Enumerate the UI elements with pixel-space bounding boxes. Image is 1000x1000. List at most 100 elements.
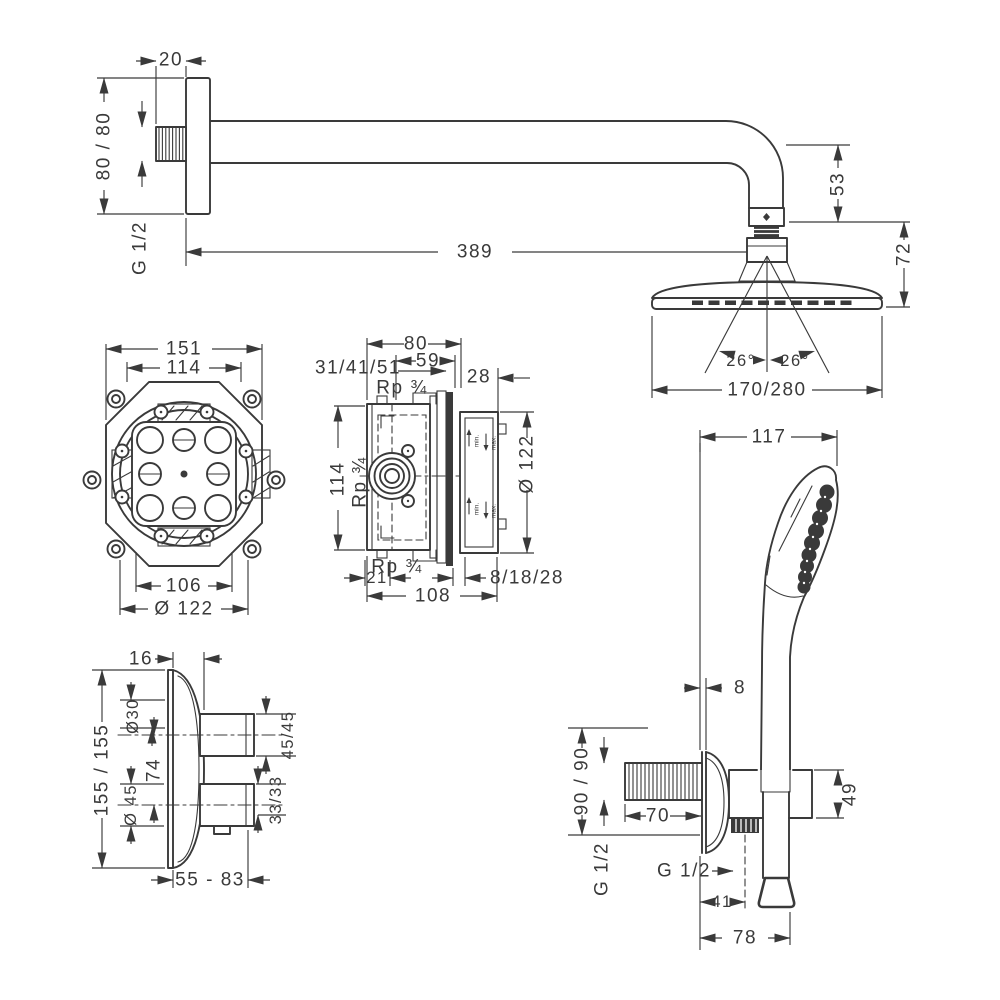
side-port [368,444,416,508]
dim-label-angle-left: 26° [726,352,755,370]
dim-label-55-83: 55 - 83 [175,870,245,891]
wall-flange [185,77,211,215]
outlet-thread-stub [731,818,759,833]
spray-angle-indicator: 26° 26° [704,255,830,374]
dim-head-height: 53 [786,144,910,223]
dim-flange-width: 151 [105,339,263,420]
plaster-cover-panel: min. max. min. max. [459,411,507,554]
dim-flange-depth: 20 [136,50,206,124]
dim-body-depth: 80 [366,334,462,400]
dim-cover-diameter: Ø 122 [500,411,538,554]
dim-install-range: 55 - 83 [151,830,270,891]
dim-front-diameter: Ø 122 [119,560,249,620]
thread-label-rp34-side: Rp ¾ [350,456,371,507]
dim-label-20: 20 [159,50,183,71]
dim-inner-width: 106 [135,552,233,597]
dim-label-106: 106 [166,576,202,597]
dim-body-height: 114 [328,405,365,551]
spray-nozzle-row [692,300,852,305]
thermostat-escutcheon [167,669,205,869]
dim-hose-offset: 41 [699,893,746,911]
label-max-bottom: max. [491,504,498,518]
dim-label-155-155: 155 / 155 [92,724,113,817]
view-thermostat: 16 155 / 155 Ø30 74 Ø 45 [92,649,298,891]
shower-arm-inner-edge [209,162,750,209]
outlet-escutcheon [701,751,730,854]
outlet-holder-body [728,769,813,911]
label-min-top: min. [474,435,481,447]
dim-label-8: 8 [734,678,746,699]
dim-label-114-section: 114 [328,462,349,497]
spray-face [797,484,835,594]
thread-label-g12-pipe: G 1/2 [592,842,613,896]
fixing-ears [82,389,286,559]
dim-label-21: 21 [366,569,387,587]
dim-plaster-range: 8/18/28 [432,557,562,589]
threaded-connector [155,126,187,162]
dim-label-72: 72 [894,242,915,266]
thermostat-handles [199,713,255,835]
dim-axis-offset: 80 / 80 [94,77,184,215]
dim-label-45-45: 45/45 [279,711,297,760]
dim-label-angle-right: 26° [780,352,809,370]
dim-cover-depth: 28 [467,367,530,412]
thread-label-rp34-bottom: Rp ¾ [371,557,422,578]
dim-label-90-90: 90 / 90 [572,747,593,816]
dim-head-depth: 72 [886,221,915,308]
outlet-thread-callout: G 1/2 [657,861,734,882]
supply-pipe [624,762,703,801]
dim-label-o30: Ø30 [124,698,142,734]
dim-plate-depth: 8 [684,678,746,750]
dim-label-74: 74 [144,758,165,782]
handshower [760,465,839,771]
dim-label-80: 80 [404,334,428,355]
port-holes [136,426,232,522]
dim-label-o45: Ø 45 [122,784,140,826]
dim-label-108: 108 [415,586,451,607]
thread-label-g12-outlet: G 1/2 [657,861,711,882]
view-basic-set-front: 151 114 106 Ø 122 [82,339,286,620]
dim-label-41: 41 [711,893,732,911]
dim-label-16: 16 [129,649,153,670]
view-overhead-shower: 26° 26° 53 72 170/280 [651,144,915,401]
dim-label-49: 49 [840,782,861,806]
thread-label-rp34-top: Rp ¾ [376,378,427,399]
dim-handle-diameter: Ø 45 [120,766,164,844]
dim-head-diameter: 170/280 [651,316,883,401]
dim-label-o122-front: Ø 122 [154,599,213,620]
safety-stop-button [213,825,231,835]
view-handshower-with-outlet: 117 8 [568,427,861,950]
dim-label-o122-section: Ø 122 [517,434,538,493]
dim-holder-width: 78 [699,912,791,949]
dim-total-depth: 108 [366,556,498,607]
dim-label-151: 151 [166,339,202,360]
dim-handshower-offset: 117 [699,427,838,466]
dim-label-114-front: 114 [167,358,202,379]
dim-label-78: 78 [733,928,757,949]
thread-label-g12-arm: G 1/2 [130,221,151,275]
dim-handle-spacing: 74 [144,717,165,823]
dim-label-117: 117 [752,427,787,448]
min-max-markers: min. max. min. max. [466,429,498,519]
dim-label-389: 389 [457,242,493,263]
basic-body-section [359,390,461,564]
dim-arm-length: 389 [185,218,769,266]
hose-cone-nut [757,876,796,909]
dim-thermostat-height: 155 / 155 [92,669,165,869]
view-shower-arm: 20 80 / 80 G 1/2 389 [94,50,784,275]
view-basic-set-section: min. max. min. max. 80 59 31/41 [315,334,562,607]
dim-label-53: 53 [828,172,849,196]
dim-holder-height: 49 [814,769,861,819]
dim-install-depth-range: 31/41/51 [315,358,447,379]
dim-label-59: 59 [416,351,440,372]
shower-arm-outer-edge [209,120,784,209]
dim-label-170-280: 170/280 [727,380,806,401]
dim-bolt-spacing: 114 [126,358,242,382]
dim-front-depth: 59 [395,351,456,400]
dim-upper-handle: 45/45 [256,696,297,774]
dim-outlet-offset: 90 / 90 [568,727,700,836]
dim-label-80-80: 80 / 80 [94,112,115,181]
label-max-top: max. [491,436,498,450]
